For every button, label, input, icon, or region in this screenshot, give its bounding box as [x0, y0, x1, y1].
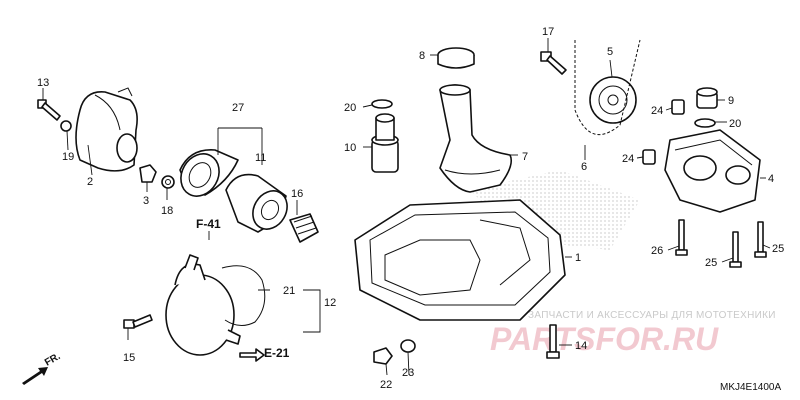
callout-1: 1 [575, 252, 581, 264]
watermark: ЗАПЧАСТИ И АКСЕССУАРЫ ДЛЯ МОТОТЕХНИКИ PA… [490, 310, 776, 357]
washer-part-23[interactable] [400, 339, 416, 353]
callout-15: 15 [123, 352, 135, 364]
nut-part-3[interactable] [139, 164, 157, 183]
front-label: FR. [43, 351, 63, 369]
collar-part-9[interactable] [696, 87, 718, 109]
sprocket-part-5[interactable] [589, 76, 637, 124]
bolt-part-17[interactable] [540, 51, 567, 75]
callout-16: 16 [291, 188, 303, 200]
bolt-part-25-right[interactable] [754, 221, 767, 258]
callout-6: 6 [581, 161, 587, 173]
oil-pan-part-1[interactable] [354, 199, 566, 321]
callout-11: 11 [255, 152, 266, 164]
callout-4: 4 [768, 173, 774, 185]
callout-19: 19 [62, 151, 74, 163]
callout-27: 27 [232, 102, 244, 114]
callout-18: 18 [161, 205, 173, 217]
relief-valve-part-10[interactable] [371, 113, 399, 173]
dowel-part-24-upper[interactable] [671, 99, 685, 115]
oil-filter-element-part-11[interactable] [173, 147, 239, 203]
oil-filter-part-27[interactable] [225, 173, 294, 236]
leader-lines [42, 38, 771, 376]
diagram-code: MKJ4E1400A [720, 382, 781, 393]
callout-7: 7 [522, 151, 528, 163]
oil-pump-part-4[interactable] [664, 129, 761, 213]
bolt-part-13[interactable] [37, 99, 61, 121]
washer-part-18[interactable] [161, 175, 175, 189]
callout-5: 5 [607, 46, 613, 58]
bolt-part-26[interactable] [675, 219, 688, 256]
callout-3: 3 [143, 195, 149, 207]
oil-cooler-part-12[interactable] [165, 254, 241, 356]
cap-part-8[interactable] [437, 47, 475, 69]
callout-26: 26 [651, 245, 663, 257]
callout-9: 9 [728, 95, 734, 107]
bolt-part-14[interactable] [546, 324, 560, 359]
oil-strainer-part-7[interactable] [439, 84, 513, 193]
callout-24-lower: 24 [622, 153, 634, 165]
callout-21: 21 [283, 285, 295, 297]
o-ring-part-20-right[interactable] [694, 118, 716, 128]
callout-20-left: 20 [344, 102, 356, 114]
washer-part-19[interactable] [60, 120, 72, 132]
callout-25-center: 25 [705, 257, 717, 269]
callout-14: 14 [575, 340, 587, 352]
callout-20-right: 20 [729, 118, 741, 130]
front-direction: FR. [22, 351, 63, 385]
drive-chain-part-6[interactable] [574, 39, 641, 135]
bolt-part-15[interactable] [123, 314, 153, 329]
callout-17: 17 [542, 26, 554, 38]
watermark-logo: PARTSFOR.RU [490, 321, 719, 357]
front-arrow-icon [22, 367, 48, 385]
callout-13: 13 [37, 77, 49, 89]
watermark-text: ЗАПЧАСТИ И АКСЕССУАРЫ ДЛЯ МОТОТЕХНИКИ [528, 310, 776, 321]
callout-23: 23 [402, 367, 414, 379]
callout-8: 8 [419, 50, 425, 62]
callout-25-right: 25 [772, 243, 784, 255]
callout-12: 12 [324, 297, 336, 309]
ref-e21[interactable]: E-21 [264, 346, 290, 360]
oil-filter-cover-part-2[interactable] [75, 87, 138, 172]
o-ring-part-21[interactable] [221, 265, 266, 326]
spring-part-16[interactable] [289, 213, 319, 243]
callout-22: 22 [380, 379, 392, 391]
callout-10: 10 [344, 142, 356, 154]
ref-f41[interactable]: F-41 [196, 217, 221, 231]
o-ring-part-20-left[interactable] [371, 99, 393, 109]
callout-24-upper: 24 [651, 105, 663, 117]
arrow-e21-icon [239, 348, 265, 362]
dowel-part-24-lower[interactable] [642, 149, 656, 165]
callout-labels: 13 19 2 3 18 27 11 16 21 12 15 10 20 8 7… [37, 26, 784, 391]
bolt-part-25-center[interactable] [729, 231, 742, 268]
drain-bolt-part-22[interactable] [373, 347, 393, 365]
callout-2: 2 [87, 176, 93, 188]
